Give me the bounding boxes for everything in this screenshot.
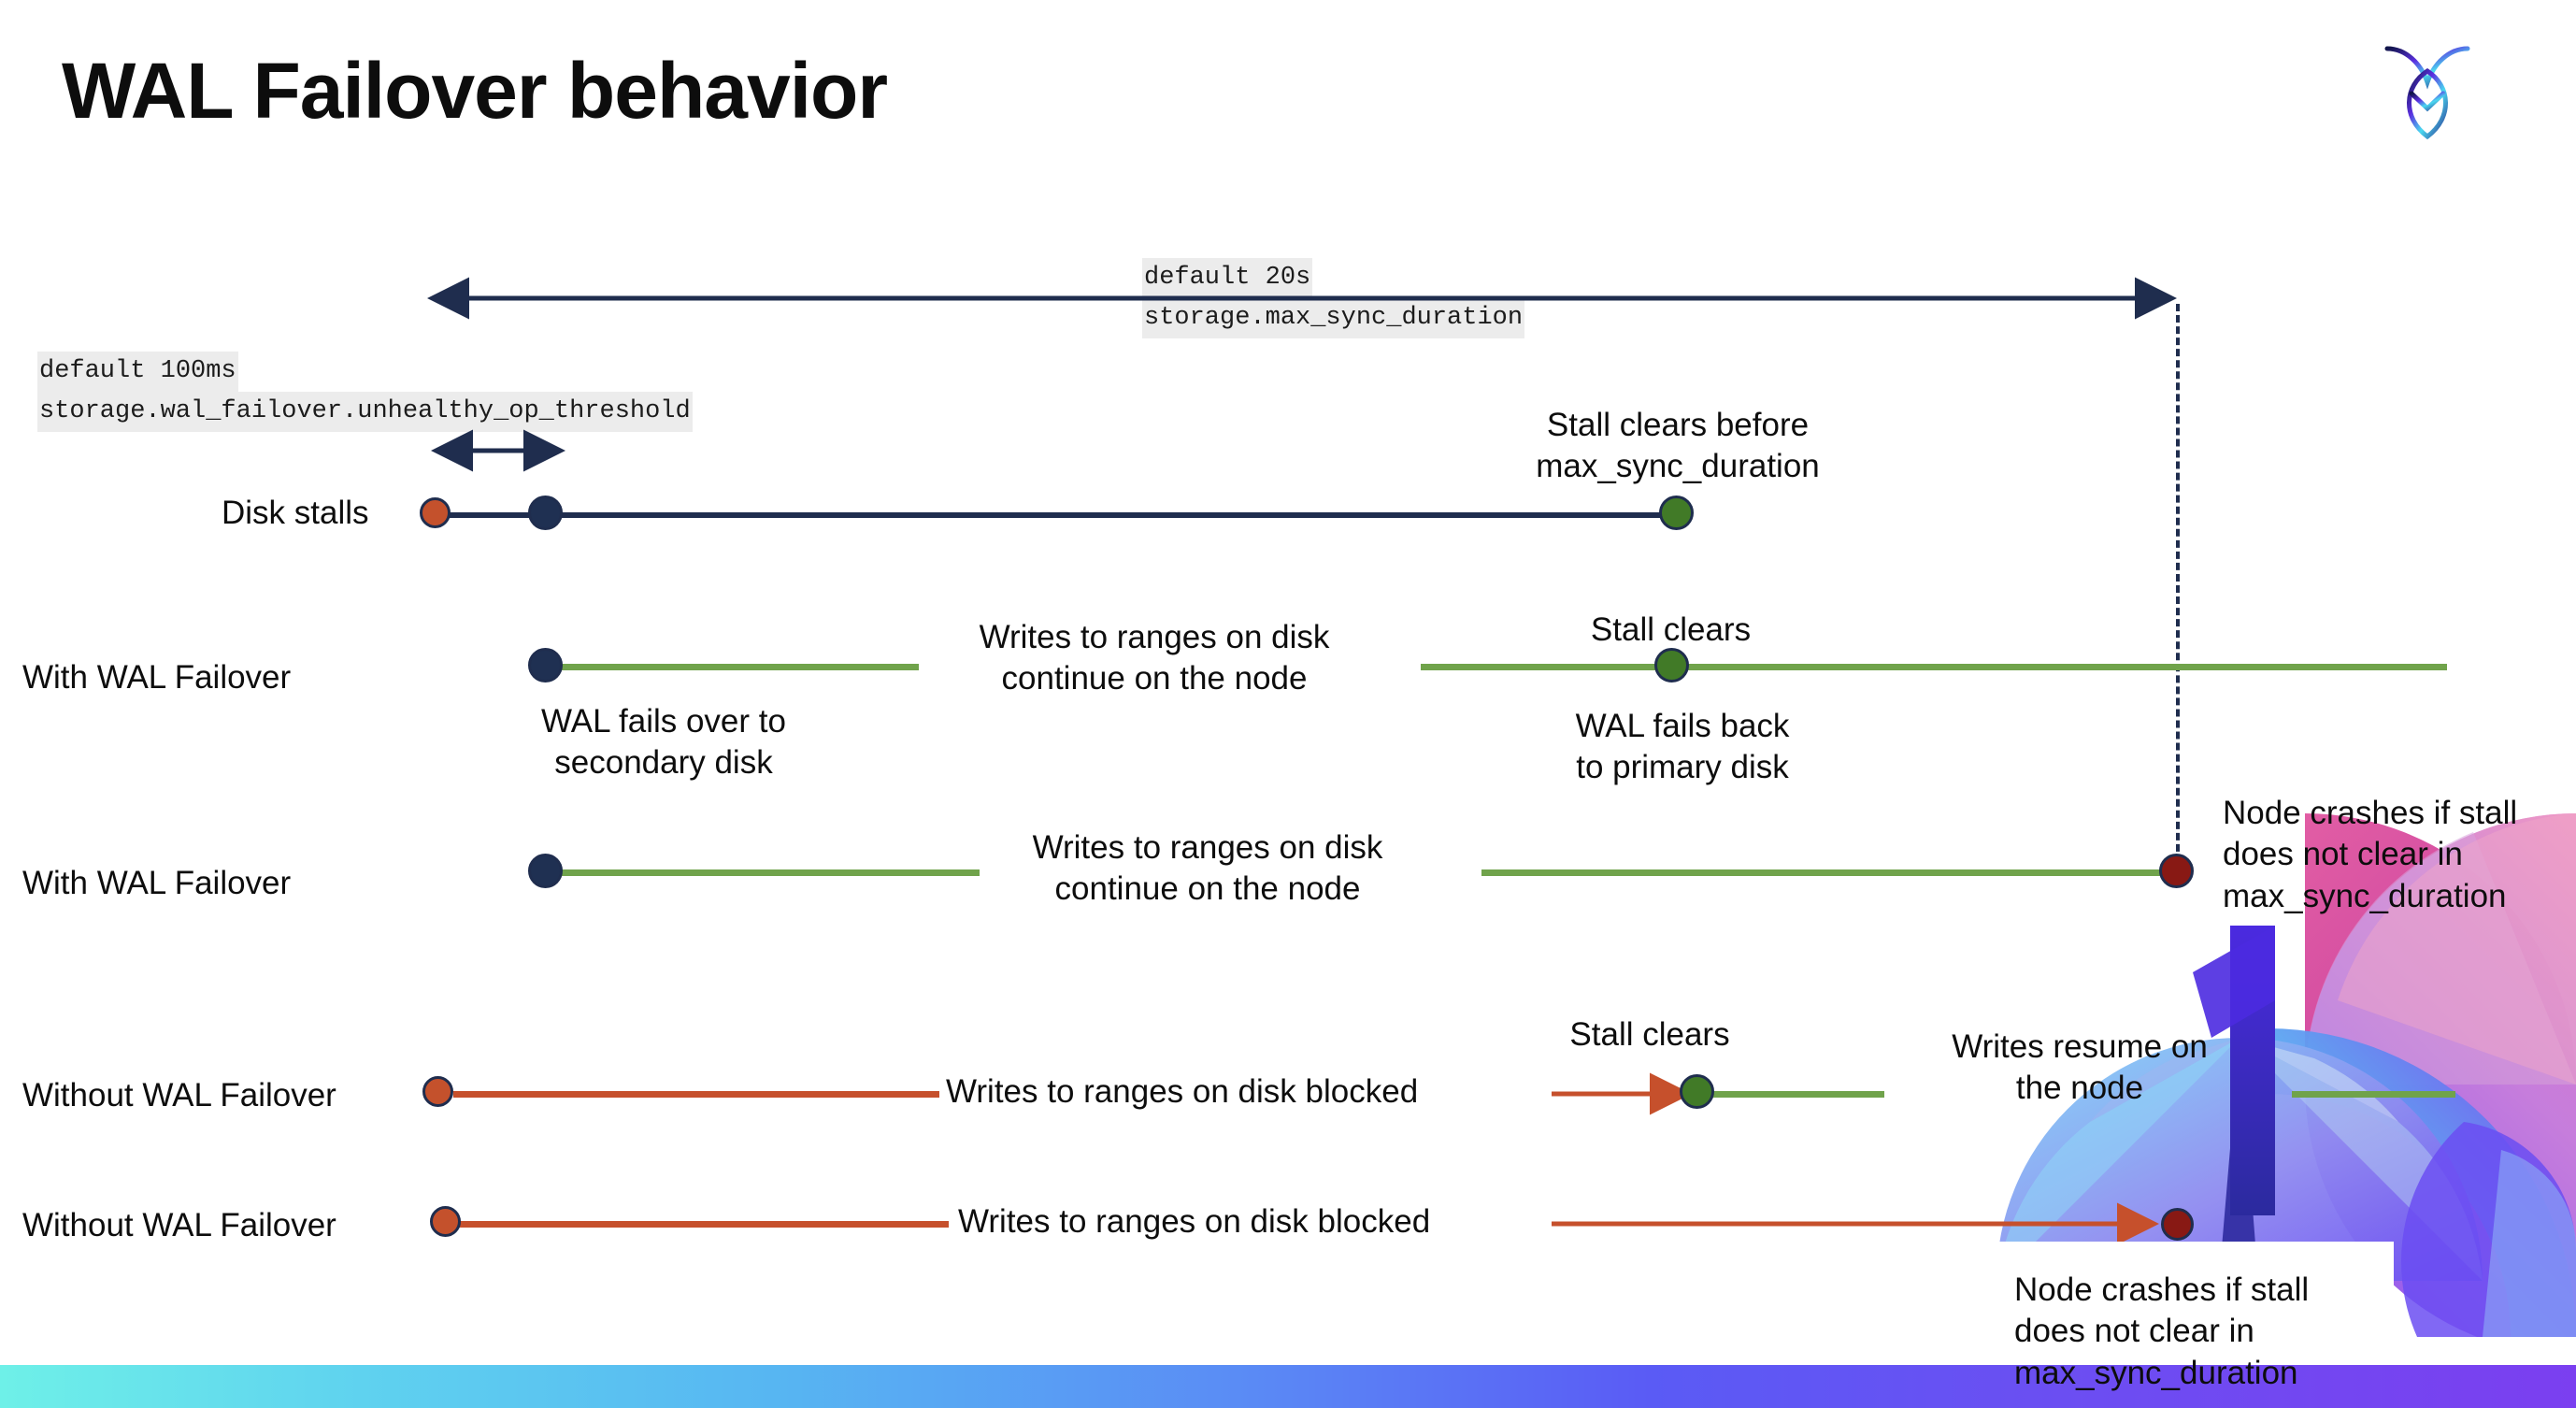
setting-max-sync-name: storage.max_sync_duration bbox=[1142, 298, 1525, 339]
annot-wal-fails-over: WAL fails over to secondary disk bbox=[541, 703, 786, 782]
without-wal-failover-1-resume-segment-a bbox=[1707, 1091, 1884, 1098]
annot-writes-blocked-2: Writes to ranges on disk blocked bbox=[958, 1203, 1431, 1240]
setting-max-sync-default: default 20s bbox=[1142, 258, 1313, 299]
row-label-without-wal-failover-2: Without WAL Failover bbox=[22, 1207, 336, 1243]
disk-stall-clears-dot bbox=[1659, 496, 1694, 530]
wal-failover-trigger-dot bbox=[528, 496, 563, 530]
page-title: WAL Failover behavior bbox=[62, 47, 888, 135]
with-wal-failover-1-segment-b bbox=[1421, 664, 2447, 670]
row-label-with-wal-failover-1: With WAL Failover bbox=[22, 659, 292, 696]
without-wal-failover-1-stall-clears-dot bbox=[1680, 1074, 1714, 1109]
setting-unhealthy-op-threshold: default 100ms storage.wal_failover.unhea… bbox=[37, 352, 693, 433]
annot-writes-continue-1: Writes to ranges on disk continue on the… bbox=[979, 619, 1330, 697]
with-wal-failover-1-segment-a bbox=[540, 664, 919, 670]
with-wal-failover-1-failover-dot bbox=[528, 648, 563, 682]
row-label-with-wal-failover-2: With WAL Failover bbox=[22, 865, 292, 901]
with-wal-failover-2-segment-b bbox=[1481, 869, 2178, 876]
annot-stall-clears-before-max: Stall clears before max_sync_duration bbox=[1536, 407, 1820, 485]
row-label-disk-stalls: Disk stalls bbox=[222, 495, 369, 531]
annot-stall-clears-2: Stall clears bbox=[1569, 1016, 1730, 1053]
decorative-fan-graphic bbox=[1978, 813, 2576, 1337]
disk-stalls-timeline bbox=[436, 512, 1679, 518]
without-wal-failover-1-blocked-segment bbox=[453, 1091, 939, 1098]
cockroachdb-logo-icon bbox=[2376, 32, 2479, 144]
disk-stall-start-dot bbox=[420, 497, 451, 528]
setting-max-sync-duration: default 20s storage.max_sync_duration bbox=[1142, 258, 1525, 339]
with-wal-failover-2-crash-dot bbox=[2159, 854, 2194, 888]
annot-writes-resume: Writes resume on the node bbox=[1952, 1028, 2208, 1107]
with-wal-failover-1-stall-clears-dot bbox=[1654, 648, 1689, 682]
row-label-without-wal-failover-1: Without WAL Failover bbox=[22, 1077, 336, 1113]
annot-stall-clears-1: Stall clears bbox=[1590, 611, 1752, 648]
annot-writes-blocked-1: Writes to ranges on disk blocked bbox=[946, 1073, 1419, 1110]
bottom-gradient-bar bbox=[0, 1365, 2576, 1408]
without-wal-failover-1-stall-start-dot bbox=[422, 1076, 453, 1107]
annot-node-crashes-2: Node crashes if stall does not clear in … bbox=[2014, 1272, 2310, 1391]
max-sync-duration-drop-line bbox=[2176, 304, 2180, 874]
without-wal-failover-1-resume-segment-b bbox=[2292, 1091, 2455, 1098]
annot-writes-continue-2: Writes to ranges on disk continue on the… bbox=[1032, 829, 1383, 908]
annot-node-crashes-1: Node crashes if stall does not clear in … bbox=[2223, 795, 2518, 914]
without-wal-failover-2-crash-dot bbox=[2161, 1208, 2194, 1241]
annot-wal-fails-back: WAL fails back to primary disk bbox=[1575, 708, 1790, 786]
with-wal-failover-2-failover-dot bbox=[528, 854, 563, 888]
with-wal-failover-2-segment-a bbox=[540, 869, 980, 876]
without-wal-failover-2-stall-start-dot bbox=[430, 1206, 461, 1237]
without-wal-failover-2-blocked-segment bbox=[458, 1221, 949, 1228]
setting-threshold-name: storage.wal_failover.unhealthy_op_thresh… bbox=[37, 392, 693, 433]
setting-threshold-default: default 100ms bbox=[37, 352, 238, 393]
